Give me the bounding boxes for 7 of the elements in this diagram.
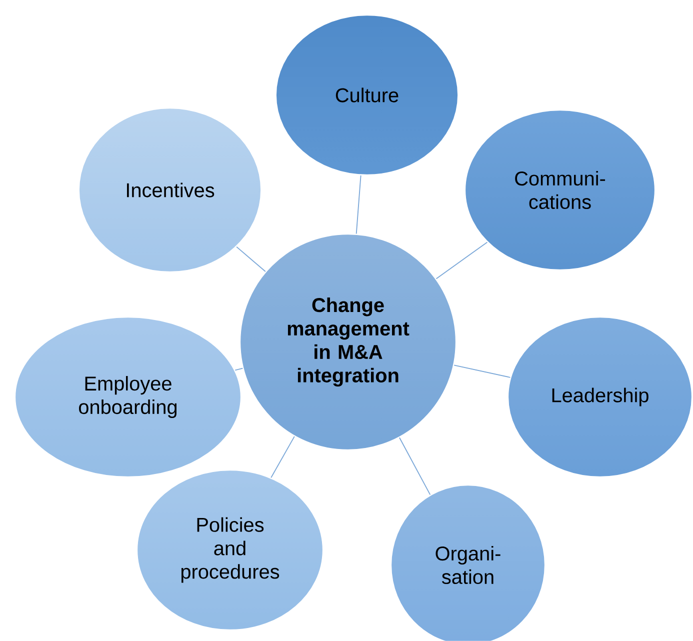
connector-line bbox=[454, 364, 511, 378]
connector-line bbox=[436, 242, 488, 280]
connector-line bbox=[399, 437, 431, 496]
connector-line bbox=[356, 174, 362, 234]
connector-line bbox=[270, 436, 295, 478]
connector-line bbox=[234, 368, 244, 371]
connector-line bbox=[236, 246, 266, 272]
